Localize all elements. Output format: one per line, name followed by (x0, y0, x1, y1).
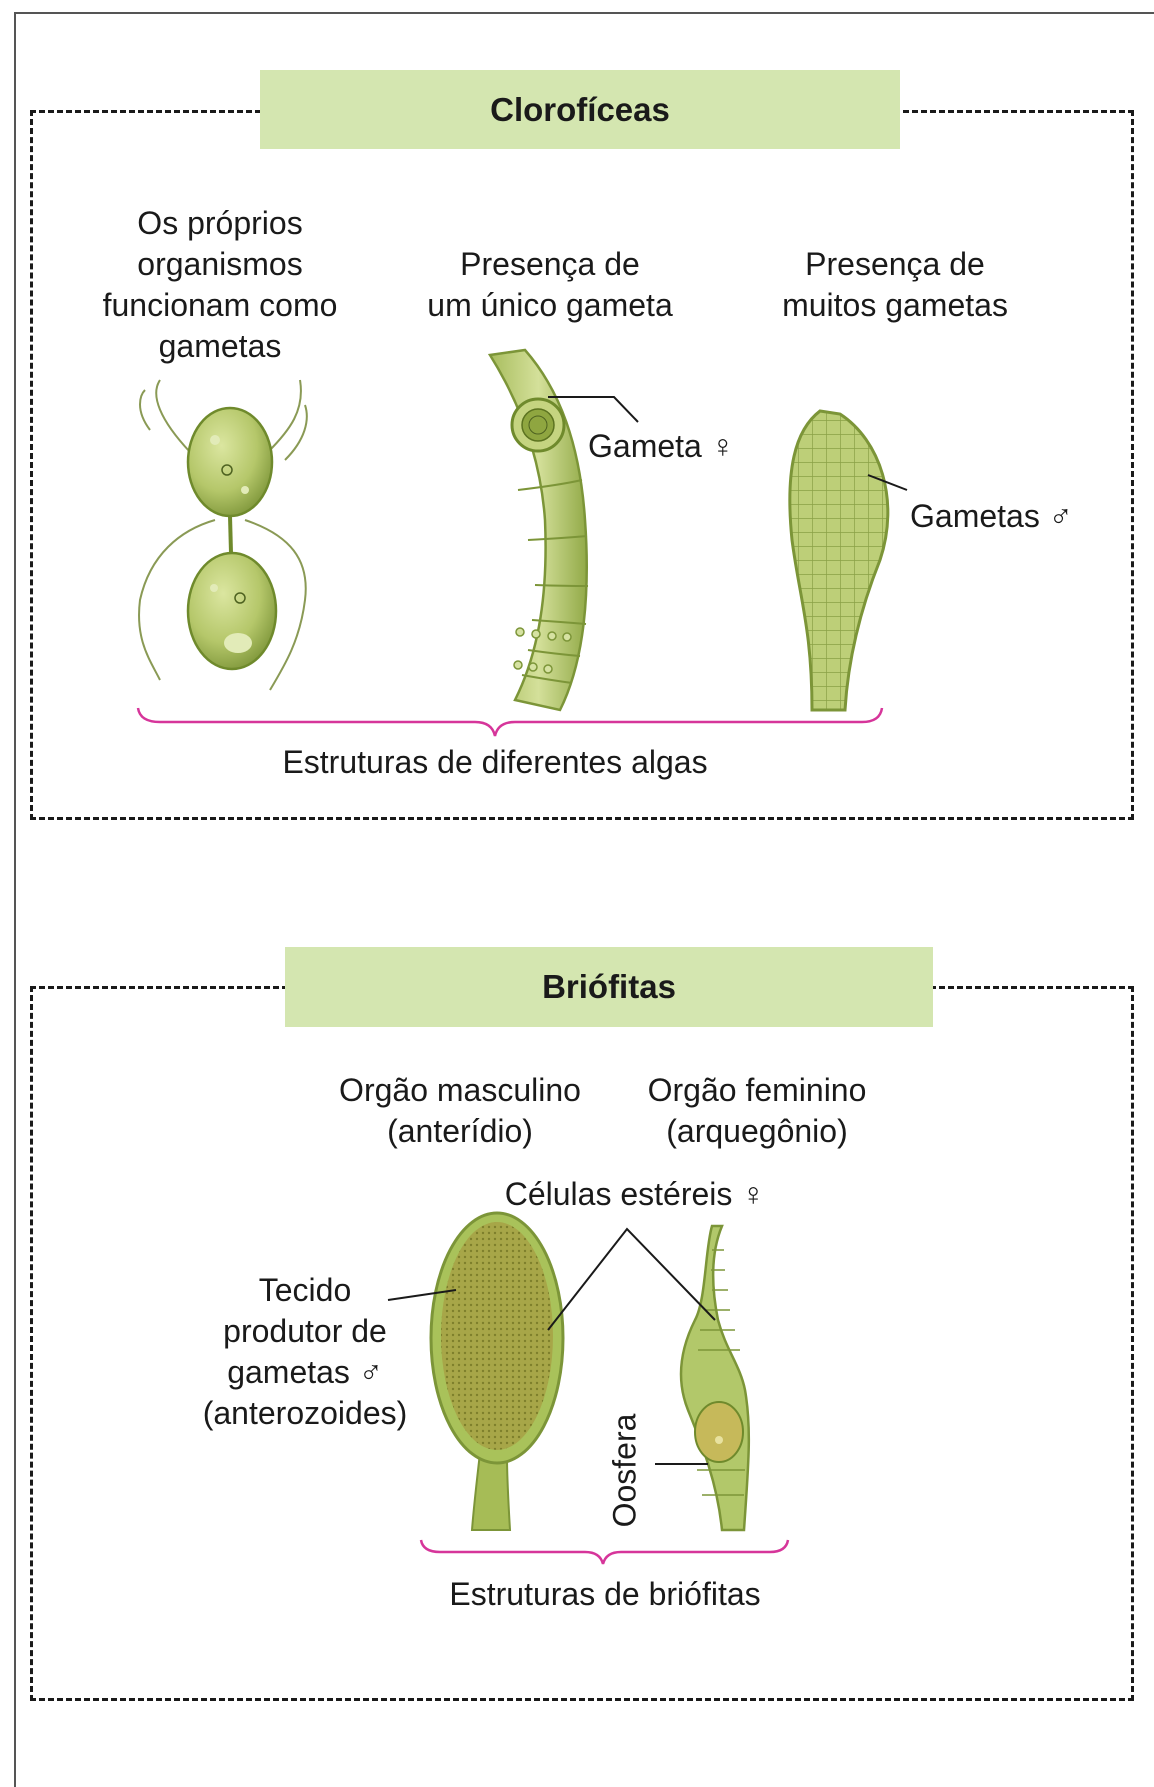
sterile-cells-pointer (548, 1229, 715, 1330)
bryophytes-bracket (421, 1540, 788, 1564)
many-gametes-structure-illustration (790, 411, 907, 710)
algae-bracket (138, 708, 882, 736)
paired-algae-illustration (139, 380, 307, 690)
antheridium-illustration (388, 1213, 563, 1530)
filamentous-alga-illustration (490, 350, 638, 710)
